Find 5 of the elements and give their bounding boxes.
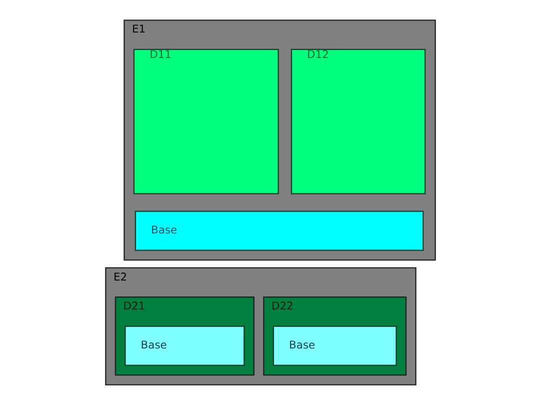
node-box: D11 — [132, 48, 278, 194]
node-box: Base — [124, 326, 244, 366]
node-box: D12 — [290, 48, 426, 194]
node-box: Base — [272, 326, 396, 366]
node-box: Base — [134, 210, 424, 251]
